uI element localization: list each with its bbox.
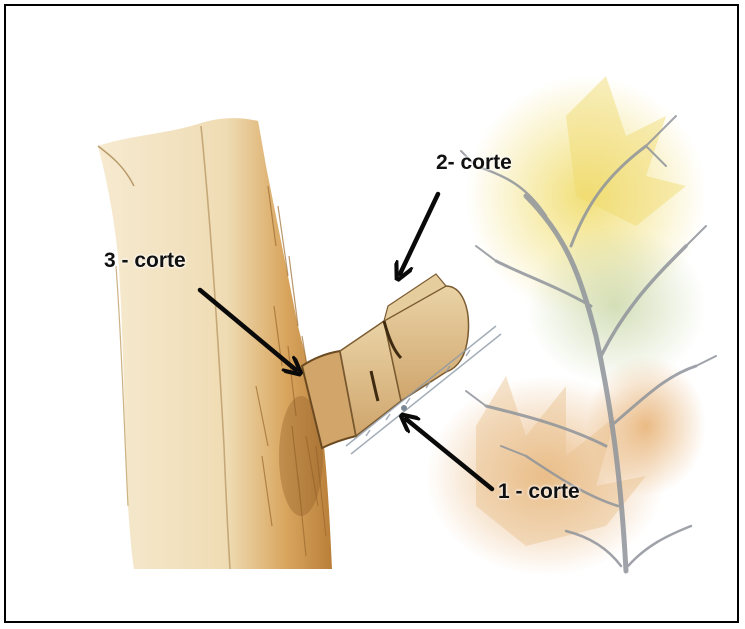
label-cut-1: 1 - corte: [498, 480, 580, 504]
arrow-cut-2: [400, 194, 438, 274]
main-trunk: [98, 118, 332, 569]
tree-pruning-illustration: [6, 6, 741, 625]
label-cut-3: 3 - corte: [104, 249, 186, 273]
image-frame: 3 - corte 2- corte 1 - corte: [4, 4, 739, 623]
label-cut-2: 2- corte: [436, 151, 512, 175]
